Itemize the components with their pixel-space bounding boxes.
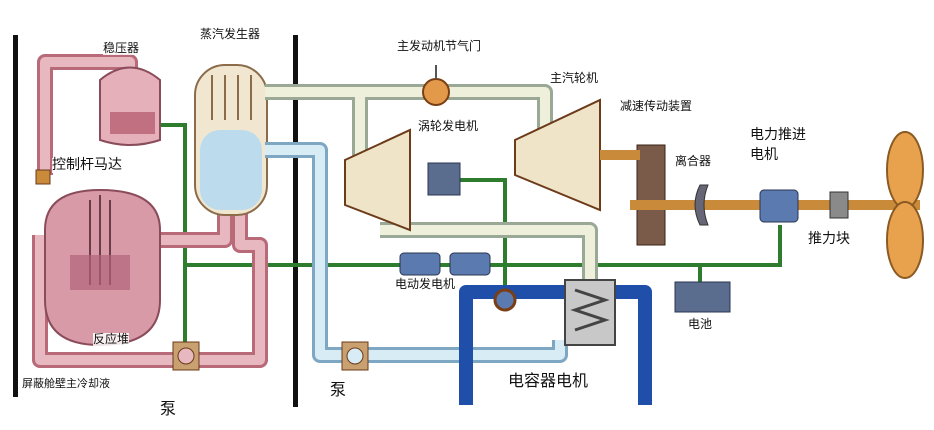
label-turbine-generator: 涡轮发电机 <box>418 119 479 134</box>
label-pump-secondary: 泵 <box>330 380 347 399</box>
label-battery: 电池 <box>688 317 713 332</box>
label-condenser: 电容器电机 <box>508 371 589 390</box>
label-pump-primary: 泵 <box>160 399 177 418</box>
control-rod-motor <box>35 169 51 185</box>
label-motor-generator: 电动发电机 <box>395 277 456 292</box>
motor-generator-right <box>449 252 491 276</box>
label-propulsion-motor-1: 电力推进 <box>750 127 806 144</box>
label-main-turbine: 主汽轮机 <box>550 71 599 86</box>
label-reduction-gear: 减速传动装置 <box>620 99 698 114</box>
label-propulsion-motor-2: 电机 <box>750 147 778 164</box>
motor-generator-left <box>399 252 441 276</box>
turbine-generator <box>427 162 461 196</box>
condenser <box>564 279 616 346</box>
throttle-valve <box>422 78 450 106</box>
label-control-rod-motor: 控制杆马达 <box>52 157 122 174</box>
propeller-shaft <box>600 150 640 160</box>
label-reactor: 反应堆 <box>93 332 130 347</box>
condensate-loop <box>459 285 652 405</box>
main-turbine <box>514 98 601 212</box>
propulsion-motor <box>759 189 799 223</box>
propeller <box>886 131 924 279</box>
battery <box>674 281 731 313</box>
label-steam-generator: 蒸汽发生器 <box>200 27 261 42</box>
reduction-gear <box>636 144 666 246</box>
thrust-block <box>829 191 849 219</box>
turbine-generator-turbine <box>344 128 411 232</box>
bulkhead-left <box>13 35 18 397</box>
label-clutch: 离合器 <box>675 154 712 169</box>
label-main-throttle: 主发动机节气门 <box>397 39 482 54</box>
label-shield-bulkhead: 屏蔽舱壁主冷却液 <box>22 377 110 391</box>
clutch <box>694 184 709 226</box>
label-thrust-block: 推力块 <box>808 231 850 248</box>
label-pressurizer: 稳压器 <box>103 41 140 56</box>
condensate-pump <box>493 288 517 312</box>
bulkhead-right <box>293 35 298 407</box>
